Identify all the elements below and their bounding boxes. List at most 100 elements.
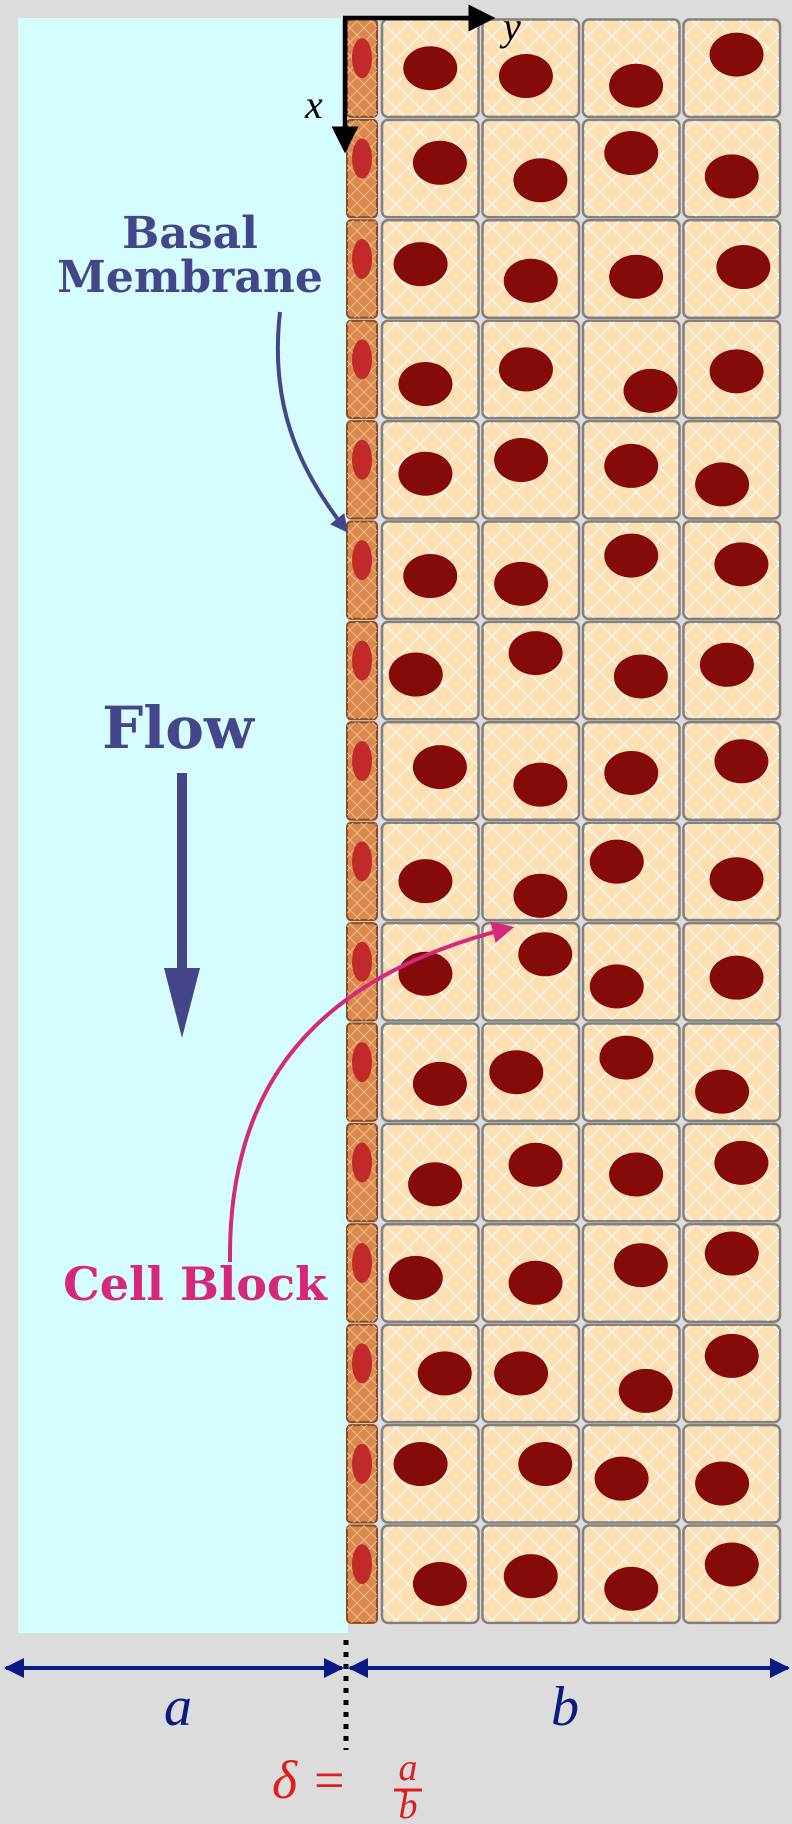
- delta-formula: δ = a b: [272, 1747, 422, 1824]
- cell-nucleus: [704, 1231, 759, 1276]
- cell-nucleus: [695, 1069, 750, 1114]
- cell-nucleus: [508, 631, 563, 676]
- membrane-nucleus: [352, 1443, 372, 1484]
- cell-nucleus: [604, 750, 659, 795]
- cell-nucleus: [513, 762, 568, 807]
- membrane-nucleus: [352, 339, 372, 380]
- cell-nucleus: [609, 63, 664, 108]
- cell-nucleus: [393, 242, 448, 287]
- cell-block-pointer-arrow: [227, 921, 515, 1263]
- cell-nucleus: [695, 462, 750, 507]
- dimension-a-label: a: [164, 1676, 192, 1738]
- cell-nucleus: [388, 652, 443, 697]
- cell-nucleus: [408, 1162, 463, 1207]
- cell-nucleus: [604, 533, 659, 578]
- cell-nucleus: [498, 347, 553, 392]
- cell-nucleus: [604, 131, 659, 176]
- cell-nucleus: [589, 964, 644, 1009]
- cell-nucleus: [398, 451, 453, 496]
- delta-fraction-denominator: b: [399, 1785, 418, 1824]
- cell-nucleus: [513, 158, 568, 203]
- basal-label-line1: Basal: [122, 208, 258, 259]
- membrane-nucleus: [352, 740, 372, 781]
- cell-nucleus: [709, 32, 764, 77]
- cell-nucleus: [412, 1061, 467, 1106]
- membrane-nucleus: [352, 138, 372, 179]
- cell-nucleus: [704, 154, 759, 199]
- cell-nucleus: [513, 873, 568, 918]
- cell-nucleus: [604, 443, 659, 488]
- membrane-nucleus: [352, 640, 372, 681]
- cell-nucleus: [709, 955, 764, 1000]
- cell-nucleus: [417, 1351, 472, 1396]
- coordinate-axes: x y: [304, 4, 521, 154]
- cell-nucleus: [609, 254, 664, 299]
- cell-nucleus: [714, 739, 769, 784]
- cell-nucleus: [494, 561, 549, 606]
- cell-nucleus: [489, 1050, 544, 1095]
- basal-pointer-arrow: [275, 311, 349, 533]
- membrane-nucleus: [352, 1343, 372, 1384]
- cell-nucleus: [589, 839, 644, 884]
- membrane-nucleus: [352, 38, 372, 79]
- membrane-nucleus: [352, 1042, 372, 1083]
- cell-nucleus: [714, 1140, 769, 1185]
- cell-nucleus: [403, 46, 458, 91]
- cell-nucleus: [709, 857, 764, 902]
- cell-nucleus: [508, 1142, 563, 1187]
- cell-nucleus: [594, 1456, 649, 1501]
- cell-nucleus: [604, 1566, 659, 1611]
- cell-nucleus: [388, 1255, 443, 1300]
- y-axis-label: y: [499, 4, 521, 49]
- membrane-nucleus: [352, 841, 372, 882]
- cell-block-label: Cell Block: [63, 921, 515, 1311]
- cell-nucleus: [599, 1035, 654, 1080]
- cell-nucleus: [623, 368, 678, 413]
- basal-label-line2: Membrane: [57, 252, 323, 303]
- cell-nucleus: [412, 1561, 467, 1606]
- cell-nucleus: [393, 1442, 448, 1487]
- flow-indicator: Flow: [102, 694, 256, 1038]
- cell-nucleus: [613, 654, 668, 699]
- cell-nucleus: [503, 258, 558, 303]
- cell-nucleus: [508, 1260, 563, 1305]
- membrane-nucleus: [352, 439, 372, 480]
- delta-equals: δ =: [272, 1750, 347, 1810]
- cell-nucleus: [704, 1333, 759, 1378]
- cell-nucleus: [503, 1554, 558, 1599]
- membrane-nucleus: [352, 540, 372, 581]
- flow-label: Flow: [102, 694, 256, 762]
- cell-nucleus: [714, 542, 769, 587]
- cell-block-text: Cell Block: [63, 1257, 328, 1311]
- cell-nucleus: [704, 1542, 759, 1587]
- cell-nucleus: [494, 1351, 549, 1396]
- cell-nucleus: [695, 1461, 750, 1506]
- membrane-nucleus: [352, 1544, 372, 1585]
- cell-nucleus: [403, 554, 458, 599]
- cell-nucleus: [494, 438, 549, 483]
- membrane-nucleus: [352, 941, 372, 982]
- cell-block-grid: [380, 18, 782, 1625]
- cell-nucleus: [699, 642, 754, 687]
- cell-nucleus: [398, 362, 453, 407]
- cell-nucleus: [412, 745, 467, 790]
- dimension-b-label: b: [551, 1676, 579, 1738]
- delta-fraction-numerator: a: [399, 1747, 418, 1789]
- x-axis-label: x: [304, 82, 323, 127]
- cell-nucleus: [609, 1152, 664, 1197]
- basal-membrane: [346, 18, 378, 1624]
- cell-nucleus: [398, 859, 453, 904]
- membrane-nucleus: [352, 1242, 372, 1283]
- dimension-annotations: a b: [4, 1640, 790, 1750]
- cell-nucleus: [412, 140, 467, 185]
- cell-nucleus: [498, 53, 553, 98]
- cell-nucleus: [398, 951, 453, 996]
- membrane-nucleus: [352, 1142, 372, 1183]
- flow-arrow-head: [164, 968, 200, 1038]
- cell-nucleus: [613, 1243, 668, 1288]
- cell-nucleus: [618, 1368, 673, 1413]
- cell-nucleus: [709, 349, 764, 394]
- cell-nucleus: [518, 1442, 573, 1487]
- membrane-nucleus: [352, 238, 372, 279]
